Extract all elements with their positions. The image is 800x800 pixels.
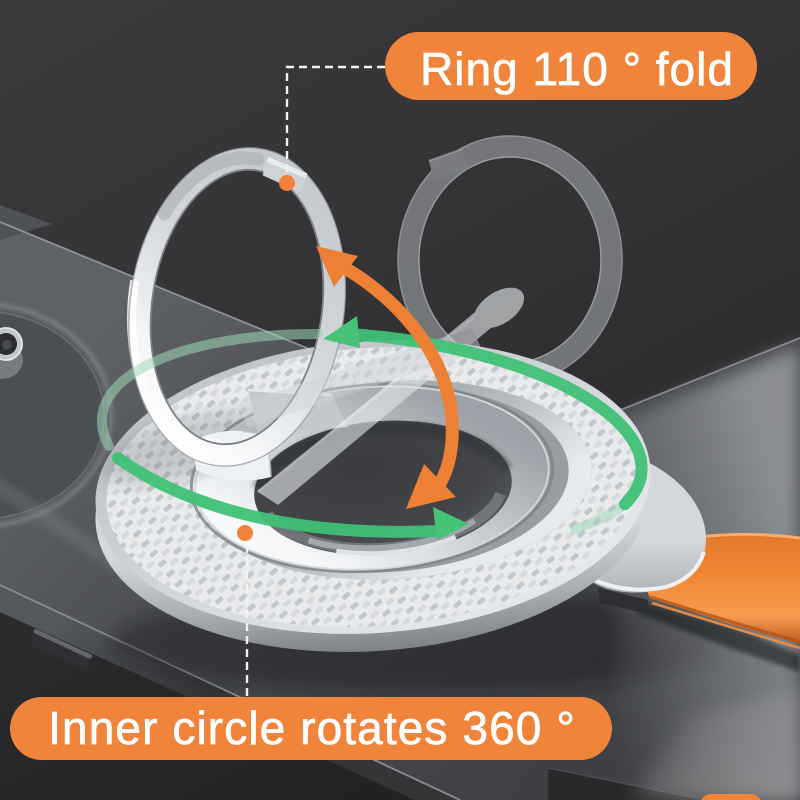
svg-text:Ring 110 ° fold: Ring 110 ° fold: [420, 43, 734, 95]
svg-text:Inner circle rotates 360 °: Inner circle rotates 360 °: [48, 702, 576, 754]
